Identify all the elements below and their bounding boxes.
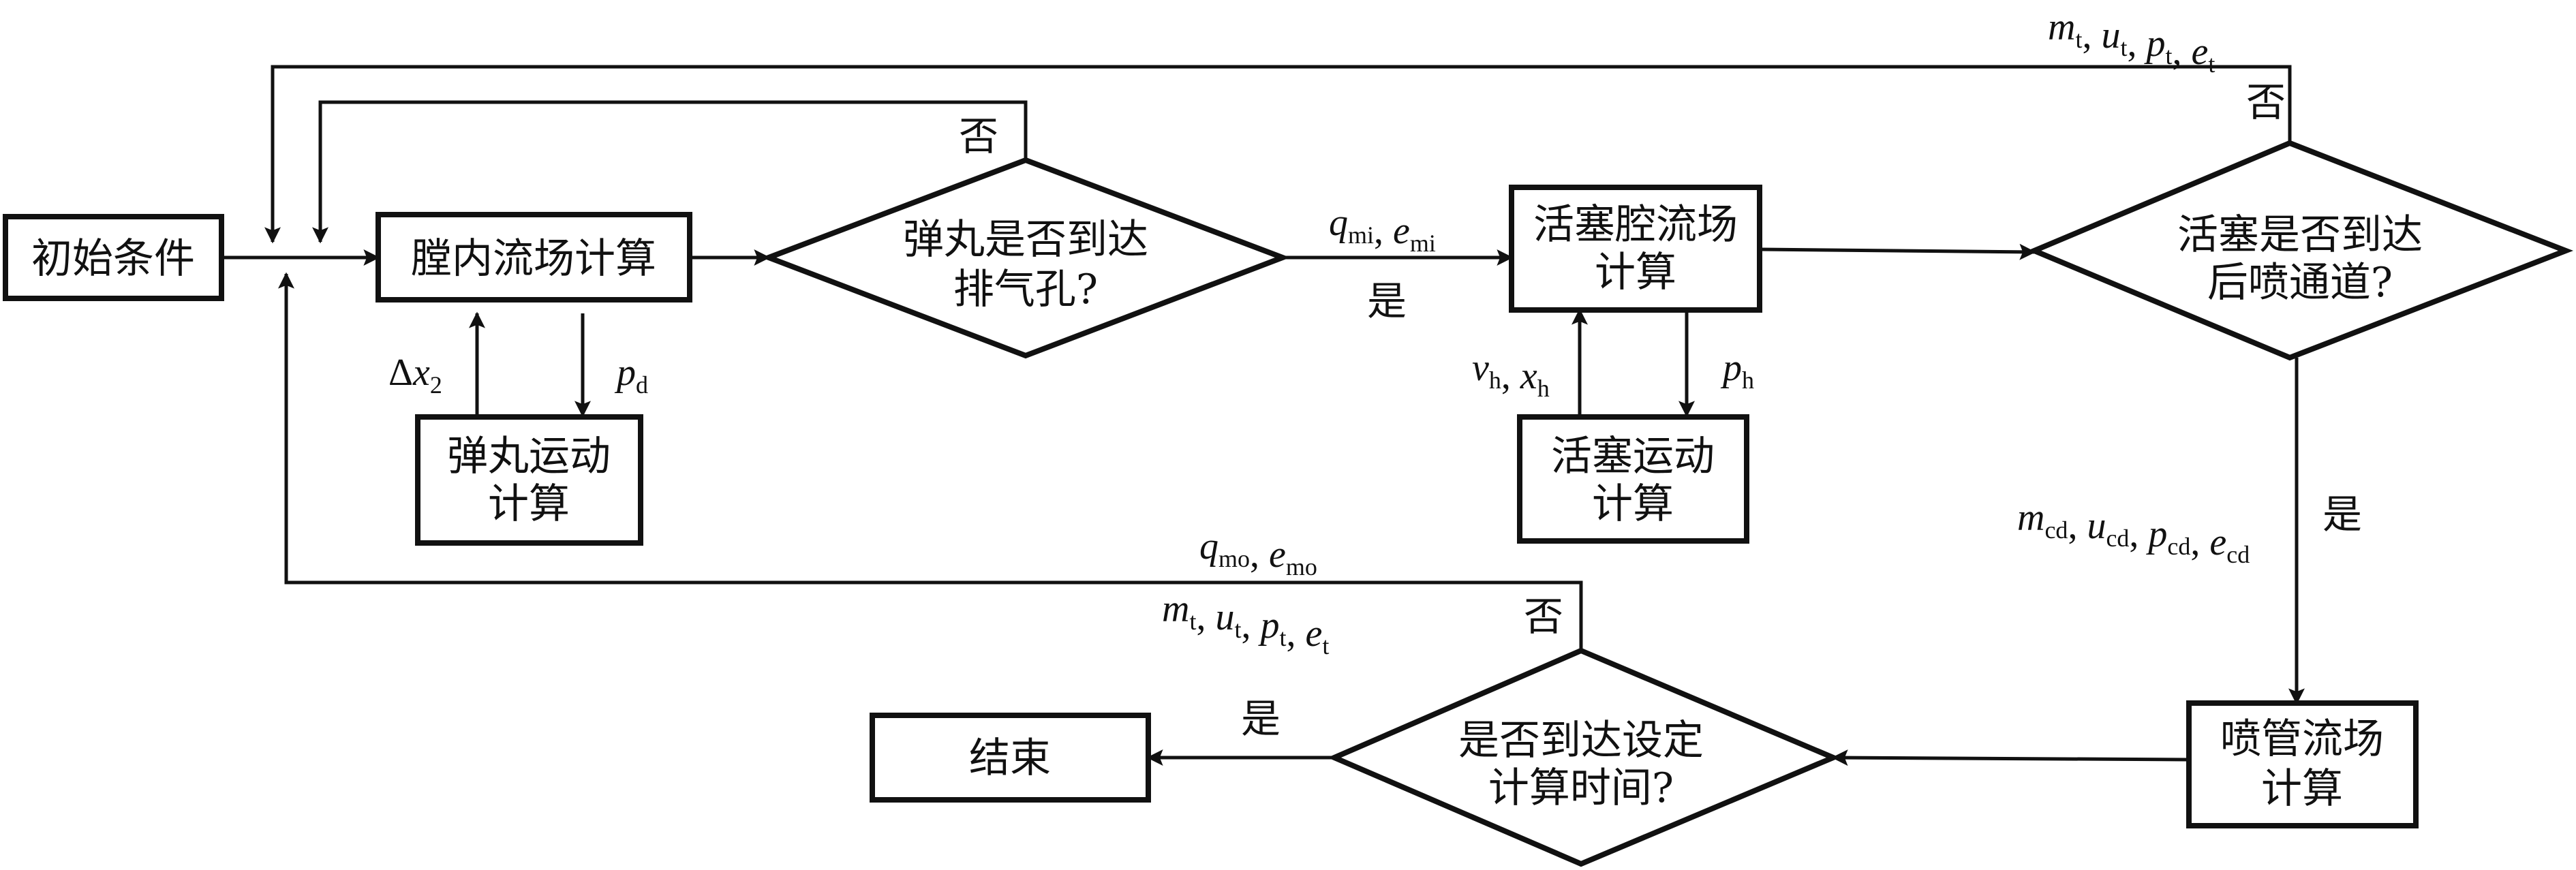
var-exhaust-out: qmi, emi bbox=[1329, 202, 1436, 257]
node-bore-label: 膛内流场计算 bbox=[411, 235, 656, 283]
var-chamber-to-piston: ph bbox=[1720, 347, 1754, 394]
label-no-piston: 否 bbox=[2246, 79, 2286, 125]
node-decision-piston bbox=[2027, 140, 2574, 361]
var-bottom-feedback-1: qmo, emo bbox=[1199, 525, 1317, 580]
node-piston-chamber-line1: 活塞腔流场 bbox=[1533, 201, 1738, 249]
edge-decision-exhaust-no-loop bbox=[312, 100, 1028, 244]
node-decision-exhaust-line2: 排气孔? bbox=[953, 266, 1098, 313]
edge-decision-piston-no-loop bbox=[264, 65, 2292, 244]
node-piston-motion bbox=[1517, 414, 1749, 544]
var-pellet-to-bore: Δx2 bbox=[388, 352, 442, 399]
node-init-label: 初始条件 bbox=[31, 235, 195, 283]
nodes bbox=[3, 140, 2574, 867]
label-no-exhaust: 否 bbox=[959, 113, 998, 159]
node-decision-exhaust bbox=[761, 157, 1291, 359]
var-bore-to-pellet: pd bbox=[614, 352, 648, 399]
node-nozzle bbox=[2186, 700, 2419, 828]
node-pellet-motion-line2: 计算 bbox=[488, 480, 570, 528]
node-piston-chamber bbox=[1509, 185, 1762, 313]
node-decision-time-line2: 计算时间? bbox=[1488, 764, 1674, 812]
node-pellet-motion bbox=[415, 414, 643, 546]
label-yes-time: 是 bbox=[1241, 696, 1281, 742]
label-yes-piston: 是 bbox=[2322, 491, 2362, 538]
node-decision-piston-line1: 活塞是否到达 bbox=[2177, 211, 2423, 259]
var-piston-to-nozzle: mcd, ucd, pcd, ecd bbox=[2017, 497, 2250, 568]
label-no-time: 否 bbox=[1524, 593, 1563, 640]
node-nozzle-line1: 喷管流场 bbox=[2220, 715, 2384, 763]
node-decision-exhaust-line1: 弹丸是否到达 bbox=[903, 216, 1148, 264]
edge-decision-time-no-loop bbox=[278, 272, 1583, 651]
node-end-label: 结束 bbox=[969, 734, 1051, 782]
node-end bbox=[870, 713, 1151, 803]
label-yes-exhaust: 是 bbox=[1367, 278, 1407, 324]
var-piston-to-chamber: vh, xh bbox=[1472, 347, 1550, 402]
node-decision-piston-line2: 后喷通道? bbox=[2207, 259, 2393, 307]
node-piston-motion-line1: 活塞运动 bbox=[1551, 433, 1715, 480]
node-piston-motion-line2: 计算 bbox=[1592, 480, 1674, 528]
node-init bbox=[3, 214, 224, 301]
var-bottom-feedback-2: mt, ut, pt, et bbox=[1162, 588, 1329, 659]
node-piston-chamber-line2: 计算 bbox=[1595, 249, 1676, 296]
node-bore bbox=[375, 212, 692, 302]
edge-nozzle-to-decision-time bbox=[1831, 749, 2190, 766]
node-pellet-motion-line1: 弹丸运动 bbox=[447, 433, 611, 480]
node-decision-time bbox=[1327, 647, 1841, 867]
node-nozzle-line2: 计算 bbox=[2261, 765, 2343, 813]
connectors bbox=[221, 65, 2305, 766]
node-decision-time-line1: 是否到达设定 bbox=[1458, 717, 1704, 764]
edge-chamber-to-decision-piston bbox=[1759, 243, 2036, 260]
var-top-feedback: mt, ut, pt, et bbox=[2048, 6, 2215, 78]
